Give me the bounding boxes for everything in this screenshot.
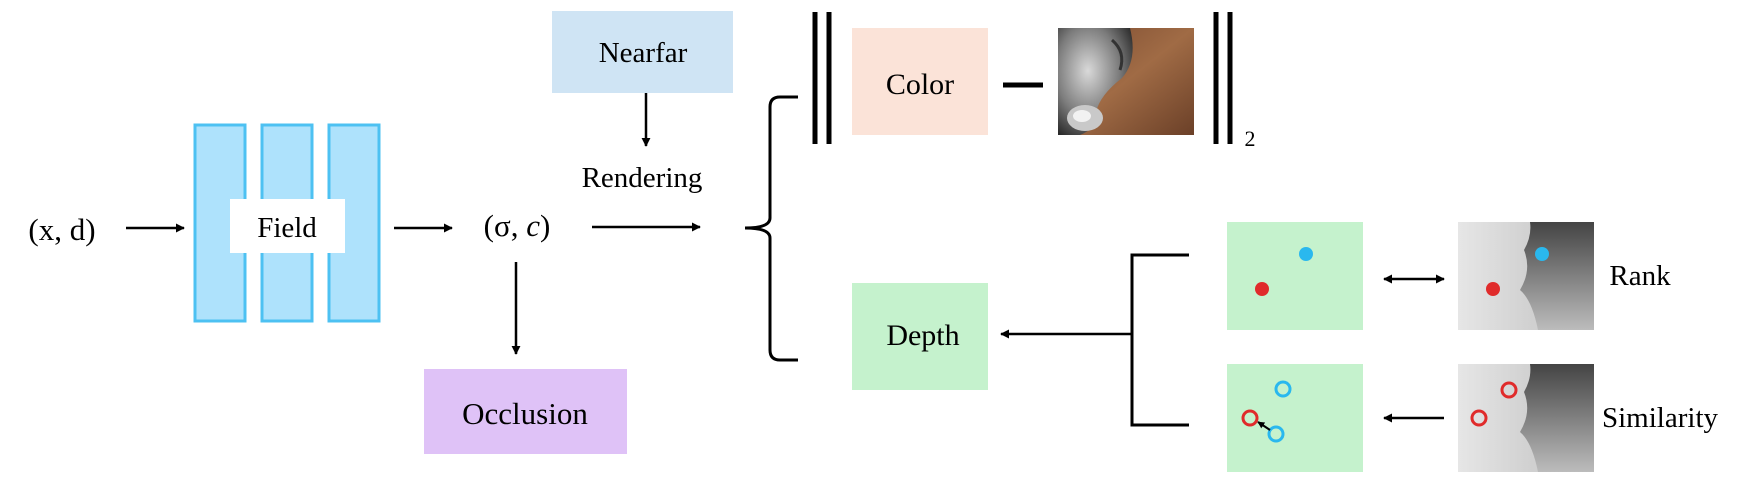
similarity-pull-arrow: [1257, 421, 1271, 431]
rendered-photo-thumbnail: [1058, 28, 1194, 135]
depth-map-thumbnail: [1458, 364, 1594, 472]
depth-map-thumbnail: [1458, 222, 1594, 330]
similarity-row: Similarity: [1227, 364, 1719, 472]
rank-row: Rank: [1227, 222, 1671, 330]
field-label-box: [230, 199, 345, 253]
occlusion-box: [424, 369, 627, 454]
input-label: (x, d): [28, 212, 95, 247]
rank-depth-point-red: [1486, 282, 1500, 296]
rank-point-blue: [1299, 247, 1313, 261]
nearfar-box: [552, 11, 733, 93]
rank-sample-box: [1227, 222, 1363, 330]
depth-label: Depth: [886, 319, 959, 352]
color-box: [852, 28, 988, 135]
rank-depth-point-blue: [1535, 247, 1549, 261]
depth-branch-connector: [1000, 253, 1189, 427]
output-label: (σ, c): [484, 208, 551, 243]
color-label: Color: [886, 68, 954, 101]
color-loss-row: Color 2: [812, 12, 1256, 151]
depth-box: [852, 283, 988, 390]
similarity-label: Similarity: [1602, 402, 1719, 434]
similarity-point-red: [1241, 409, 1259, 427]
rank-label: Rank: [1609, 260, 1671, 292]
similarity-point-blue-top: [1274, 380, 1292, 398]
similarity-depth-point-red: [1470, 409, 1488, 427]
rendering-label: Rendering: [582, 162, 703, 194]
loss-brace: [744, 95, 798, 362]
occlusion-label: Occlusion: [462, 396, 588, 431]
field-network: Field: [193, 123, 381, 323]
similarity-depth-point-red-top: [1500, 381, 1518, 399]
similarity-point-blue-bottom: [1267, 425, 1285, 443]
norm-subscript: 2: [1245, 126, 1256, 151]
rank-point-red: [1255, 282, 1269, 296]
similarity-sample-box: [1227, 364, 1363, 472]
nearfar-label: Nearfar: [599, 37, 688, 69]
field-label: Field: [257, 212, 317, 244]
